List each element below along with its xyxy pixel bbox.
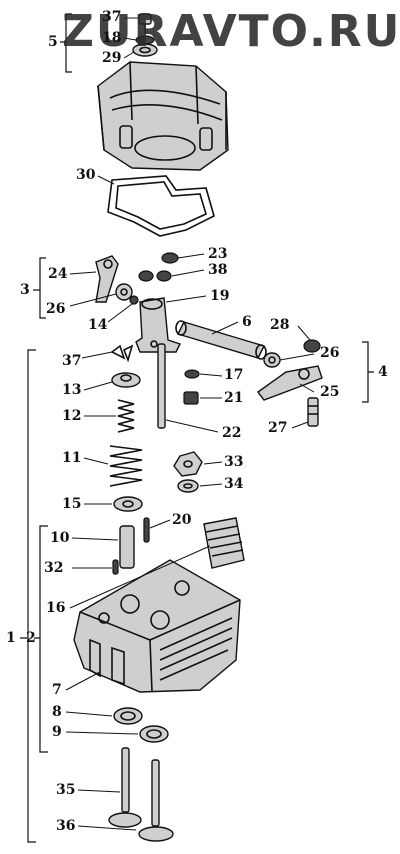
callout-25: 25 bbox=[320, 384, 340, 400]
part-34-washer bbox=[177, 479, 199, 493]
part-26-bushing bbox=[115, 283, 133, 301]
callout-21: 21 bbox=[224, 390, 244, 406]
leader-lines bbox=[65, 17, 315, 831]
callout-32: 32 bbox=[44, 560, 64, 576]
callout-27: 27 bbox=[268, 420, 288, 436]
part-13-spring-cap bbox=[111, 372, 141, 388]
part-14-pin bbox=[129, 295, 139, 305]
callout-15: 15 bbox=[62, 496, 82, 512]
bracket-5 bbox=[60, 13, 72, 73]
part-36-valve bbox=[138, 759, 174, 842]
bracket-3 bbox=[33, 257, 46, 319]
callout-5: 5 bbox=[48, 34, 58, 50]
part-27-adjust-screw bbox=[307, 397, 319, 427]
callout-18: 18 bbox=[102, 30, 122, 46]
part-32-pin bbox=[112, 559, 119, 575]
part-10-valve-guide bbox=[119, 525, 135, 569]
watermark-text: ZURAVTO.RU bbox=[62, 6, 400, 57]
callout-22: 22 bbox=[222, 425, 242, 441]
part-17-washer bbox=[184, 369, 200, 379]
callout-9: 9 bbox=[52, 724, 62, 740]
part-23-nut bbox=[161, 252, 179, 264]
callout-14: 14 bbox=[88, 317, 108, 333]
part-9-valve-seat bbox=[139, 725, 169, 743]
part-6-rocker-shaft bbox=[175, 320, 267, 360]
callout-1: 1 bbox=[6, 630, 16, 646]
callout-3: 3 bbox=[20, 282, 30, 298]
callout-26-left: 26 bbox=[46, 301, 66, 317]
part-15-spring-seat bbox=[113, 496, 143, 512]
callout-2: 2 bbox=[26, 630, 36, 646]
part-37-keepers bbox=[110, 344, 134, 363]
part-24-rocker bbox=[95, 255, 119, 303]
callout-19: 19 bbox=[210, 288, 230, 304]
callout-37-mid: 37 bbox=[62, 353, 82, 369]
bracket-1 bbox=[20, 349, 36, 843]
callout-35: 35 bbox=[56, 782, 76, 798]
part-26-bushing-right bbox=[263, 352, 281, 368]
callout-24: 24 bbox=[48, 266, 68, 282]
bracket-2 bbox=[34, 525, 48, 753]
bracket-4 bbox=[362, 341, 374, 403]
callout-7: 7 bbox=[52, 682, 62, 698]
callout-6: 6 bbox=[242, 314, 252, 330]
callout-38: 38 bbox=[208, 262, 228, 278]
callout-11: 11 bbox=[62, 450, 82, 466]
part-29-seal bbox=[132, 43, 158, 57]
callout-33: 33 bbox=[224, 454, 244, 470]
part-20-pin bbox=[143, 517, 150, 543]
part-38-nut-a bbox=[138, 270, 154, 282]
part-22-stud bbox=[157, 343, 166, 429]
callout-16: 16 bbox=[46, 600, 66, 616]
callout-13: 13 bbox=[62, 382, 82, 398]
valve-cover bbox=[97, 61, 229, 171]
callout-4: 4 bbox=[378, 364, 388, 380]
part-19-rocker-stand bbox=[135, 297, 181, 353]
part-21-nut bbox=[183, 391, 199, 405]
part-35-valve bbox=[108, 747, 142, 828]
part-37-bolt bbox=[138, 13, 152, 34]
callout-34: 34 bbox=[224, 476, 244, 492]
callout-20: 20 bbox=[172, 512, 192, 528]
part-8-valve-seat bbox=[113, 707, 143, 725]
callout-36: 36 bbox=[56, 818, 76, 834]
part-11-outer-spring bbox=[109, 445, 143, 487]
part-25-rocker-right bbox=[257, 365, 323, 401]
callout-23: 23 bbox=[208, 246, 228, 262]
callout-28: 28 bbox=[270, 317, 290, 333]
callout-10: 10 bbox=[50, 530, 70, 546]
callout-17: 17 bbox=[224, 367, 244, 383]
part-7-cylinder-head bbox=[73, 559, 241, 693]
callout-29: 29 bbox=[102, 50, 122, 66]
callout-8: 8 bbox=[52, 704, 62, 720]
callout-26-right: 26 bbox=[320, 345, 340, 361]
callout-30: 30 bbox=[76, 167, 96, 183]
callout-37-top: 37 bbox=[102, 9, 122, 25]
part-33-nut bbox=[173, 451, 203, 477]
part-12-inner-spring bbox=[117, 399, 135, 433]
part-30-gasket bbox=[107, 175, 215, 237]
part-28-nut bbox=[303, 339, 321, 353]
callout-12: 12 bbox=[62, 408, 82, 424]
part-38-nut-b bbox=[156, 270, 172, 282]
part-16-sleeve bbox=[203, 517, 245, 569]
